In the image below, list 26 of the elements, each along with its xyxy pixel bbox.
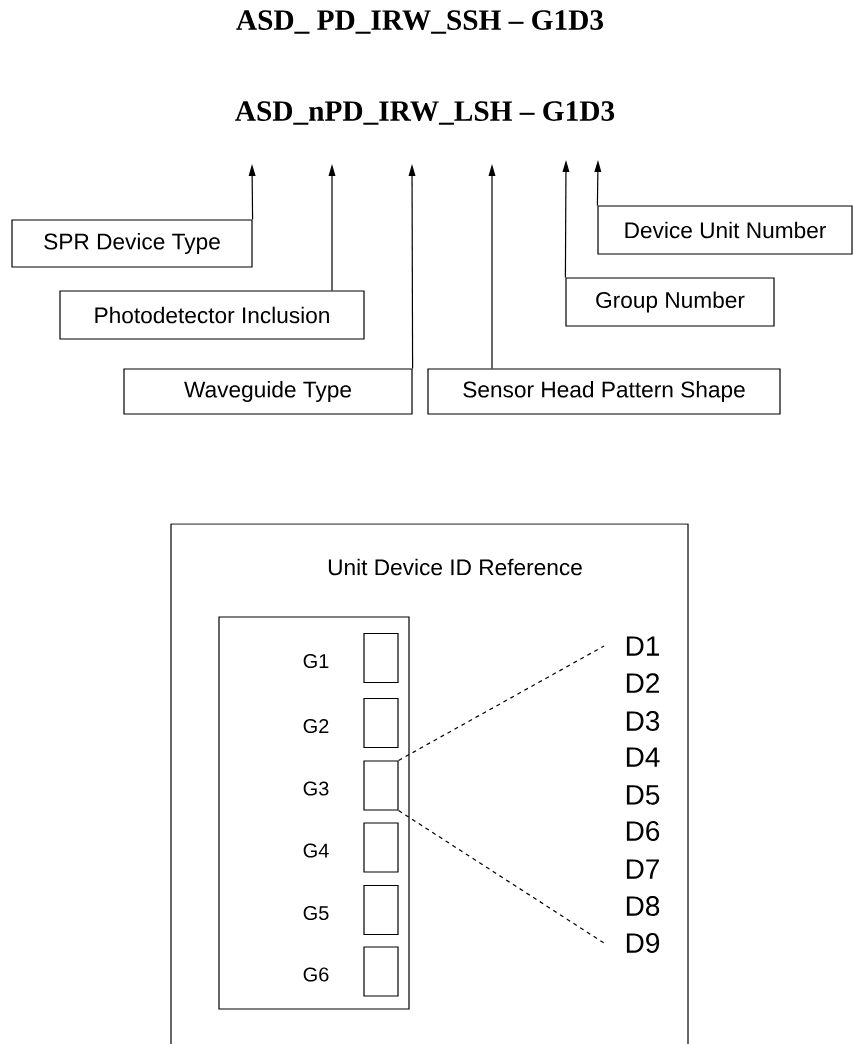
label-box: Photodetector Inclusion	[59, 290, 365, 340]
group-label: G6	[303, 967, 329, 982]
label-box: Group Number	[565, 277, 775, 327]
label-box: Device Unit Number	[597, 205, 853, 255]
label-box: SPR Device Type	[11, 219, 253, 268]
code-string: ASD_ PD_IRW_SSH – G1D3	[236, 10, 603, 34]
label-box: Sensor Head Pattern Shape	[427, 368, 781, 415]
label-box: Waveguide Type	[123, 368, 413, 415]
device-id-label: D7	[626, 859, 659, 879]
device-id-label: D3	[626, 711, 660, 731]
device-id-label: D6	[626, 821, 660, 841]
dashed-line	[398, 645, 605, 761]
device-id-label: D8	[626, 896, 660, 916]
device-id-label: D2	[626, 673, 659, 693]
device-id-label: D4	[626, 747, 660, 767]
group-label: G3	[303, 781, 329, 796]
code-string: ASD_nPD_IRW_LSH – G1D3	[235, 101, 615, 125]
group-label: G2	[303, 718, 329, 734]
device-id-label: D5	[626, 785, 660, 805]
group-column-box	[218, 616, 410, 1010]
group-label: G1	[303, 653, 329, 669]
device-id-label: D9	[626, 933, 660, 953]
device-id-label: D1	[626, 636, 659, 656]
group-label: G5	[303, 905, 329, 921]
dashed-line	[398, 810, 605, 944]
group-label: G4	[303, 843, 329, 858]
